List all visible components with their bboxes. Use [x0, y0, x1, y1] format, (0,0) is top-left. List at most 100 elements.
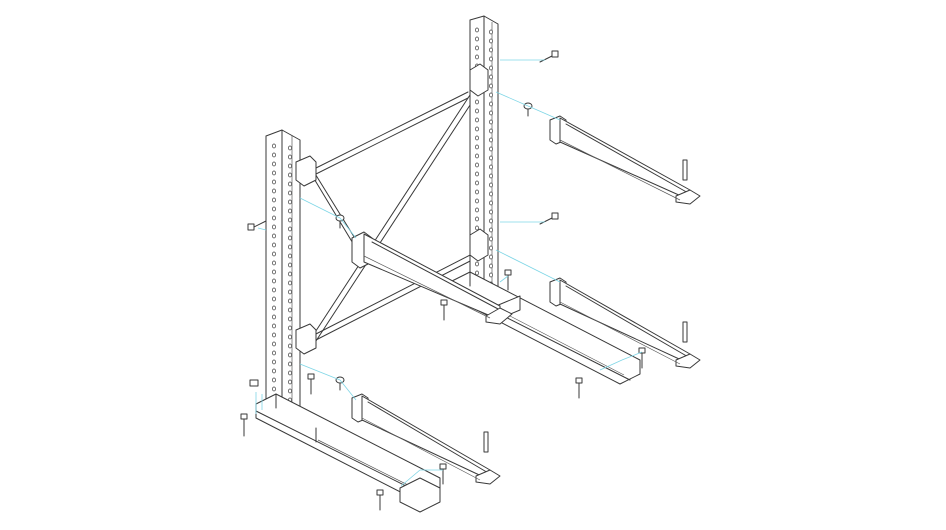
- perforation-hole: [272, 323, 276, 329]
- perforation-hole: [489, 47, 493, 53]
- perforation-hole: [489, 164, 493, 170]
- perforation-hole: [489, 74, 493, 80]
- perforation-hole: [272, 296, 276, 302]
- perforation-hole: [272, 332, 276, 338]
- perforation-hole: [272, 161, 276, 167]
- perforation-hole: [489, 200, 493, 206]
- perforation-hole: [475, 189, 479, 195]
- perforation-hole: [489, 218, 493, 224]
- perforation-hole: [489, 254, 493, 260]
- perforation-hole: [288, 298, 292, 304]
- perforation-hole: [272, 206, 276, 212]
- cantilever-arm-lower: [351, 393, 501, 485]
- perforation-hole: [272, 278, 276, 284]
- perforation-hole: [288, 316, 292, 322]
- perforation-hole: [288, 226, 292, 232]
- perforation-hole: [489, 83, 493, 89]
- perforation-hole: [475, 198, 479, 204]
- perforation-hole: [288, 370, 292, 376]
- perforation-hole: [288, 388, 292, 394]
- perforation-hole: [489, 227, 493, 233]
- pin-lower: [483, 431, 489, 453]
- perforation-hole: [272, 188, 276, 194]
- perforation-hole: [288, 154, 292, 160]
- anchor-bolts: [240, 269, 646, 511]
- perforation-hole: [489, 182, 493, 188]
- perforation-hole: [288, 181, 292, 187]
- perforation-hole: [272, 224, 276, 230]
- perforation-hole: [489, 173, 493, 179]
- perforation-hole: [475, 261, 479, 267]
- perforation-hole: [475, 108, 479, 114]
- perforation-hole: [475, 270, 479, 276]
- perforation-hole: [489, 236, 493, 242]
- perforation-hole: [272, 215, 276, 221]
- perforation-hole: [272, 341, 276, 347]
- perforation-hole: [288, 253, 292, 259]
- perforation-hole: [489, 191, 493, 197]
- perforation-hole: [475, 117, 479, 123]
- perforation-hole: [288, 361, 292, 367]
- perforation-hole: [489, 263, 493, 269]
- perforation-hole: [489, 92, 493, 98]
- perforation-hole: [288, 217, 292, 223]
- perforation-hole: [489, 272, 493, 278]
- perforation-hole: [475, 126, 479, 132]
- perforation-hole: [272, 233, 276, 239]
- bolt-front-left: [247, 220, 267, 231]
- front-upright-column: [265, 129, 317, 427]
- perforation-hole: [489, 110, 493, 116]
- perforation-hole: [288, 352, 292, 358]
- perforation-hole: [272, 251, 276, 257]
- perforation-hole: [475, 180, 479, 186]
- perforation-hole: [489, 137, 493, 143]
- perforation-hole: [475, 171, 479, 177]
- cantilever-arm-middle-right: [549, 277, 701, 369]
- perforation-hole: [288, 190, 292, 196]
- perforation-hole: [272, 359, 276, 365]
- perforation-hole: [288, 271, 292, 277]
- perforation-hole: [489, 65, 493, 71]
- perforation-hole: [475, 216, 479, 222]
- perforation-hole: [475, 207, 479, 213]
- perforation-hole: [288, 208, 292, 214]
- perforation-hole: [288, 235, 292, 241]
- perforation-hole: [272, 143, 276, 149]
- perforation-hole: [272, 305, 276, 311]
- perforation-hole: [288, 172, 292, 178]
- perforation-hole: [272, 170, 276, 176]
- perforation-hole: [475, 36, 479, 42]
- diagonal-brace-rods: [309, 91, 477, 345]
- perforation-hole: [272, 314, 276, 320]
- cantilever-arm-upper-right: [549, 115, 701, 205]
- pin-middle-right: [682, 321, 688, 343]
- perforation-hole: [272, 260, 276, 266]
- perforation-hole: [489, 146, 493, 152]
- front-base-beam: [255, 393, 441, 513]
- perforation-hole: [489, 128, 493, 134]
- perforation-hole: [475, 144, 479, 150]
- perforation-hole: [272, 197, 276, 203]
- perforation-hole: [475, 27, 479, 33]
- perforation-hole: [272, 386, 276, 392]
- perforation-hole: [475, 225, 479, 231]
- perforation-hole: [475, 99, 479, 105]
- perforation-hole: [272, 377, 276, 383]
- perforation-hole: [272, 242, 276, 248]
- perforation-hole: [272, 287, 276, 293]
- perforation-hole: [475, 135, 479, 141]
- perforation-hole: [489, 155, 493, 161]
- perforation-hole: [272, 269, 276, 275]
- perforation-hole: [489, 56, 493, 62]
- perforation-hole: [489, 101, 493, 107]
- bolt-middle-right: [539, 212, 559, 225]
- perforation-hole: [489, 29, 493, 35]
- perforation-hole: [489, 38, 493, 44]
- pin-upper-right: [682, 159, 688, 181]
- perforation-hole: [475, 54, 479, 60]
- perforation-hole: [489, 209, 493, 215]
- perforation-hole: [288, 289, 292, 295]
- perforation-hole: [288, 307, 292, 313]
- bolt-upper-right: [539, 50, 559, 63]
